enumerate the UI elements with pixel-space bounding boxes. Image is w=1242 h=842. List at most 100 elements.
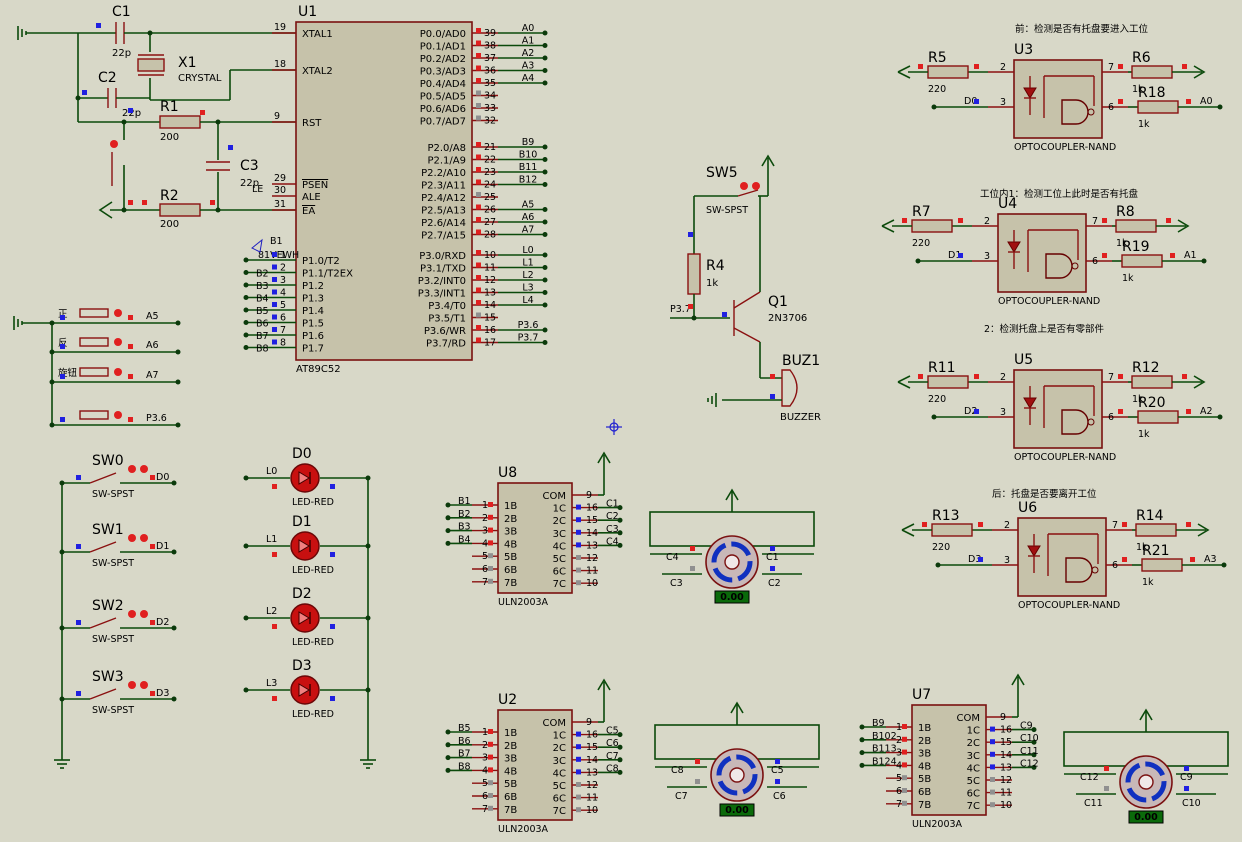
pin-state-marker [150, 544, 155, 549]
net-label: L2 [522, 270, 533, 281]
u1-port1-pins: 1P1.0/T22P1.1/T2EXB23P1.2B34P1.3B45P1.4B… [243, 250, 353, 355]
resistor [1121, 254, 1163, 268]
u1-pin-name: P2.6/A14 [421, 218, 466, 229]
cursor-crosshair-icon [606, 419, 622, 435]
pin-state-marker [60, 374, 65, 379]
net-junction [542, 265, 548, 270]
opto-pin-number: 2 [1000, 372, 1006, 383]
uln-pin-name: 1B [504, 501, 517, 512]
u1-pin-number: 36 [484, 66, 496, 77]
opto-note: 工位内1：检测工位上此时是否有托盘 [980, 188, 1139, 200]
u1-pin-name: RST [302, 118, 322, 129]
resistor-ref: R12 [1132, 360, 1160, 376]
u1-pin-name: P3.1/TXD [420, 264, 466, 275]
pin-state-marker [1166, 218, 1171, 223]
net-label: C12 [1080, 772, 1099, 783]
x1-value: CRYSTAL [178, 73, 222, 84]
button-state-indicator [114, 368, 122, 376]
net-junction [617, 732, 623, 738]
resistor-ref: R14 [1136, 508, 1164, 524]
pin-state-marker [476, 217, 481, 222]
net-label: D3 [968, 554, 981, 565]
pin-state-marker [488, 502, 493, 507]
uln-pin-name: 7C [553, 806, 566, 817]
rpm-readout-value: 0.00 [720, 592, 744, 603]
power-arrow-icon [730, 701, 744, 714]
resistor-value: 1k [1138, 119, 1150, 130]
power-arrow-icon [1139, 708, 1153, 721]
r2-value: 200 [160, 219, 179, 230]
pin-state-marker [1118, 99, 1123, 104]
u1-pin-number: 28 [484, 230, 496, 241]
net-label: C12 [1020, 758, 1039, 769]
pin-state-marker [330, 624, 335, 629]
net-label: L2 [266, 606, 277, 617]
net-label: B1 [458, 496, 471, 507]
u1-pin-number: 34 [484, 91, 496, 102]
pin-state-marker [488, 578, 493, 584]
uln-pin-name: 6B [504, 792, 517, 803]
u1-pin-number: 3 [280, 275, 286, 286]
opto-body [1013, 59, 1103, 139]
resistor [911, 219, 953, 233]
net-junction [859, 737, 865, 743]
opto-pin-number: 3 [1004, 555, 1010, 566]
net-label: D2 [156, 617, 169, 628]
net-junction [542, 277, 548, 283]
net-junction [243, 320, 249, 325]
u1-pin-number: 33 [484, 103, 496, 114]
led-part: LED-RED [292, 497, 334, 508]
c1-value: 22p [112, 48, 131, 59]
resistor [931, 523, 973, 537]
opto-part: OPTOCOUPLER-NAND [1014, 142, 1116, 153]
net-junction [59, 696, 65, 702]
pin-state-marker [978, 557, 983, 562]
u1-pin-number: 19 [274, 22, 286, 33]
net-junction [445, 528, 451, 534]
pin-state-marker [60, 344, 65, 349]
c2-value: 22p [122, 108, 141, 119]
pin-state-marker [272, 314, 277, 320]
pin-state-marker [902, 800, 907, 806]
button-state-indicator [114, 411, 122, 419]
r4-ref: R4 [706, 258, 725, 274]
net-label: D2 [964, 406, 977, 417]
uln-ref: U8 [498, 465, 517, 481]
u1-pin-number: 24 [484, 180, 496, 191]
pin-state-marker [476, 312, 481, 318]
pin-state-marker [76, 544, 81, 549]
net-junction [1031, 752, 1037, 758]
uln-pin-number: 13 [586, 540, 598, 551]
resistor-value: 1k [1132, 394, 1144, 405]
switch-state-indicator [128, 465, 136, 473]
net-junction [617, 505, 623, 511]
pin-state-marker [488, 566, 493, 571]
switch-part: SW-SPST [92, 705, 134, 716]
switch-state-indicator [128, 534, 136, 542]
net-junction [542, 43, 548, 48]
u1-pin-name: P1.6 [302, 331, 324, 342]
net-junction [365, 543, 371, 549]
u1-pin-name: P2.4/A12 [421, 193, 466, 204]
u1-pin-number: 10 [484, 250, 496, 261]
opto-pin-number: 2 [1004, 520, 1010, 531]
net-label: L0 [522, 245, 533, 256]
pin-state-marker [330, 696, 335, 701]
net-label: A2 [1200, 406, 1213, 417]
uln-pin-number: 7 [896, 799, 902, 810]
opto-pin-number: 6 [1112, 560, 1118, 571]
pin-state-marker [60, 417, 65, 422]
net-junction [542, 219, 548, 225]
u1-pin-name: P3.2/INT0 [418, 276, 466, 287]
uln-pin-name: 2C [553, 516, 566, 527]
net-junction [365, 615, 371, 621]
u1-pin-number: 25 [484, 192, 496, 203]
resistor-ref: R20 [1138, 395, 1166, 411]
net-label: A6 [522, 212, 535, 223]
pin-state-marker [476, 192, 481, 197]
opto-ref: U6 [1018, 500, 1037, 516]
pin-state-marker [272, 277, 277, 282]
